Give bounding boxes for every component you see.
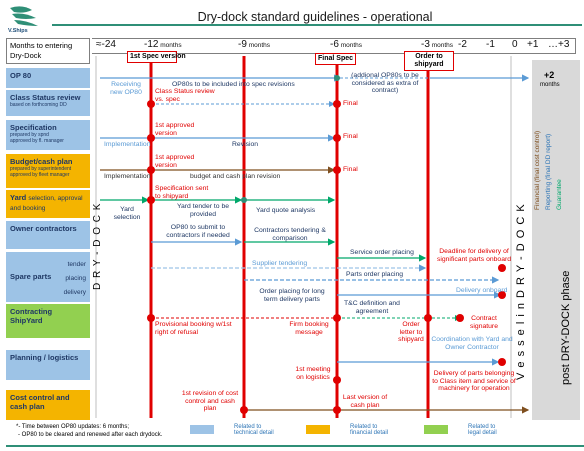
ann-first-meeting: 1st meeting on logistics — [295, 366, 331, 381]
footnote-line2: - OP80 to be cleared and renewed after e… — [18, 432, 163, 438]
month-label: -3 months — [421, 39, 454, 50]
ann-order-letter: Order letter to shipyard — [398, 321, 424, 343]
ann-first-revision-cost: 1st revision of cost control and cash pl… — [181, 390, 239, 412]
row-yard: Yard selection, approval and booking — [6, 190, 90, 218]
label-financial: Financial (final cost control) — [534, 130, 541, 210]
label-guarantee: Guarantee — [556, 179, 563, 210]
ann-revision-spec: Revision — [232, 141, 259, 148]
ann-implementation-spec: Implementation — [104, 141, 151, 148]
month-label: +1 — [527, 39, 539, 50]
ann-op80-additional: (addional OP80s to be considered as extr… — [351, 72, 419, 94]
milestone-final-spec: Final Spec — [315, 53, 357, 65]
logo-text: V.Ships — [8, 28, 28, 34]
plus2-unit: months — [540, 82, 560, 88]
row-owner-contractors: Owner contractors — [6, 221, 90, 249]
ann-delivery-parts-class: Delivery of parts belonging to Class ite… — [432, 370, 516, 392]
ann-final-budget: Final — [343, 166, 358, 173]
label-vessel-in-drydock: V e s s e l i n D R Y - D O C K — [515, 203, 527, 380]
row-cost-control: Cost control and cash plan — [6, 390, 90, 420]
ann-spec-sent: Specification sent to shipyard — [155, 185, 209, 200]
plus2-label: +2 — [544, 70, 555, 80]
ann-contract-signature: Contract signature — [470, 315, 498, 330]
label-reporting: Reporting (final DD report) — [545, 133, 552, 210]
row-op80: OP 80 — [6, 68, 90, 88]
month-label: ≈-24 — [96, 39, 116, 50]
row-contracting: Contracting ShipYard — [6, 304, 90, 338]
ann-provisional-booking: Provisional booking w/1st right of refus… — [155, 321, 232, 336]
ann-parts-order: Parts order placing — [346, 271, 404, 278]
ann-receiving-op80: Receiving new OP80 — [110, 81, 142, 96]
milestone-order-shipyard: Order to shipyard — [404, 51, 454, 71]
milestone-first-spec: 1st Spec version — [127, 51, 186, 63]
ann-yard-selection: Yard selection — [113, 206, 141, 221]
ann-class-results: Class Status review vs. spec — [155, 88, 215, 103]
ann-yard-tender: Yard tender to be provided — [176, 203, 230, 218]
month-label: …+3 — [548, 39, 570, 50]
ann-deadline-delivery: Deadline for delivery of significant par… — [436, 248, 512, 263]
page-title: Dry-dock standard guidelines - operation… — [197, 10, 433, 24]
post-drydock-column — [532, 60, 580, 420]
ann-budget-revision: budget and cash plan revision — [190, 173, 281, 180]
ann-last-version-cash: Last version of cash plan — [342, 394, 388, 409]
ann-contractors-tendering: Contractors tendering & comparison — [254, 227, 326, 242]
month-label: 0 — [512, 39, 518, 50]
row-planning: Planning / logistics — [6, 350, 90, 380]
ann-tc-definition: T&C definition and agreement — [344, 300, 400, 315]
ann-yard-quote: Yard quote analysis — [256, 207, 316, 214]
ann-delivery-onboard: Delivery onboard — [456, 287, 508, 294]
ann-first-approved-budget: 1st approved version — [155, 154, 195, 169]
month-label: -9 months — [238, 39, 271, 50]
ann-service-order: Service order placing — [350, 249, 414, 256]
ann-final-spec: Final — [343, 133, 358, 140]
month-label: -12 months — [144, 39, 182, 50]
row-spare-parts: Spare parts tender placing delivery — [6, 252, 90, 302]
legend-legal: Related to legal detail — [468, 424, 497, 436]
legend-swatch-technical — [190, 425, 214, 434]
months-header-cell: Months to entering Dry-Dock — [6, 38, 90, 64]
legend-swatch-legal — [424, 425, 448, 434]
month-label: -1 — [486, 39, 495, 50]
label-dry-dock-left: D R Y - D O C K — [92, 202, 103, 290]
ann-implementation-budget: Implementation — [104, 173, 151, 180]
ann-final-class: Final — [343, 100, 358, 107]
ann-coordination: Coordination with Yard and Owner Contrac… — [431, 336, 513, 351]
ann-op80-submit: OP80 to submit to contractors if needed — [166, 224, 230, 239]
month-label: -2 — [458, 39, 467, 50]
footnote-line1: *- Time between OP80 updates: 6 months; — [16, 424, 130, 430]
label-post-drydock-phase: post DRY-DOCK phase — [560, 270, 572, 385]
vships-logo — [2, 4, 48, 36]
legend-swatch-financial — [306, 425, 330, 434]
month-label: -6 months — [330, 39, 363, 50]
ann-first-approved-spec: 1st approved version — [155, 122, 195, 137]
ann-firm-booking: Firm booking message — [289, 321, 329, 336]
ann-op80-included: OP80s to be included into spec revisions — [172, 81, 295, 88]
title-underline — [52, 24, 582, 26]
legend-financial: Related to financial detail — [350, 424, 389, 436]
ann-order-long-term: Order placing for long term delivery par… — [259, 288, 325, 303]
ann-supplier-tendering: Supplier tendering — [252, 260, 308, 267]
legend-technical: Related to technical detail — [234, 424, 274, 436]
